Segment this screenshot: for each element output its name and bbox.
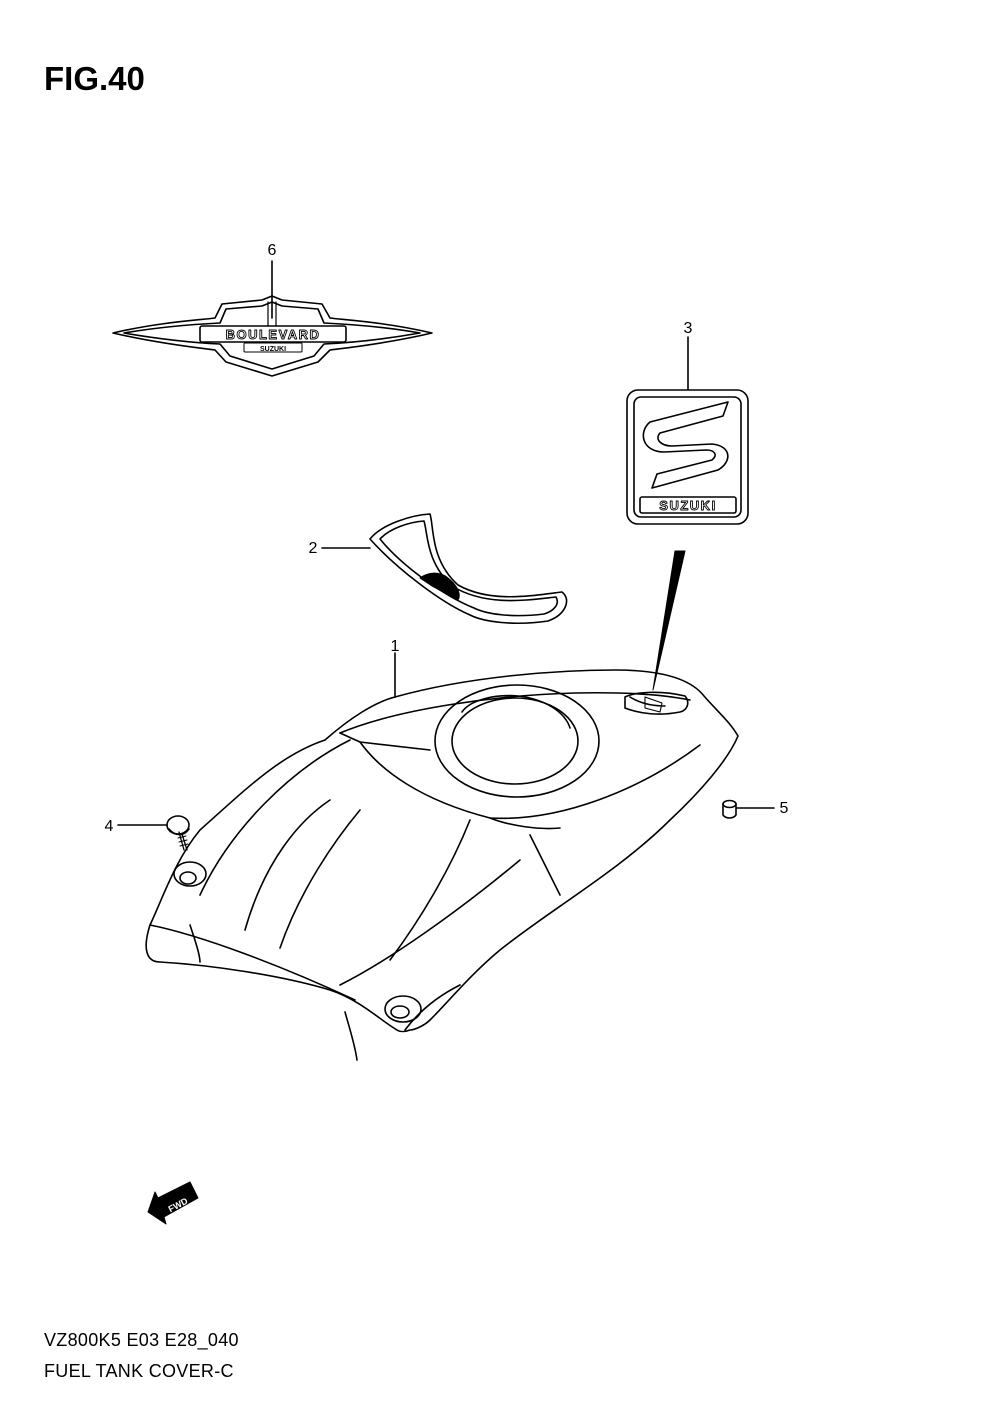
badge-placement-indicator (652, 550, 686, 691)
fuel-tank-cover (145, 669, 739, 1061)
callout-5: 5 (780, 800, 789, 817)
figure-title: FIG.40 (44, 60, 145, 97)
callout-2: 2 (309, 540, 318, 557)
boulevard-emblem-text: BOULEVARD (226, 327, 321, 342)
forward-arrow-icon: FWD (147, 1181, 199, 1225)
boulevard-emblem: BOULEVARD SUZUKI (112, 295, 433, 377)
screw (166, 815, 190, 851)
suzuki-badge: SUZUKI (626, 389, 749, 525)
model-code: VZ800K5 E03 E28_040 (44, 1330, 239, 1350)
callout-4: 4 (105, 818, 114, 835)
grommet (722, 799, 737, 819)
boulevard-emblem-subtext: SUZUKI (260, 346, 286, 353)
callout-1: 1 (391, 638, 400, 655)
callout-6: 6 (268, 242, 277, 259)
suzuki-badge-text: SUZUKI (659, 498, 716, 513)
figure-caption: FUEL TANK COVER-C (44, 1361, 234, 1381)
tank-trim-pad (369, 513, 568, 625)
callout-3: 3 (684, 320, 693, 337)
